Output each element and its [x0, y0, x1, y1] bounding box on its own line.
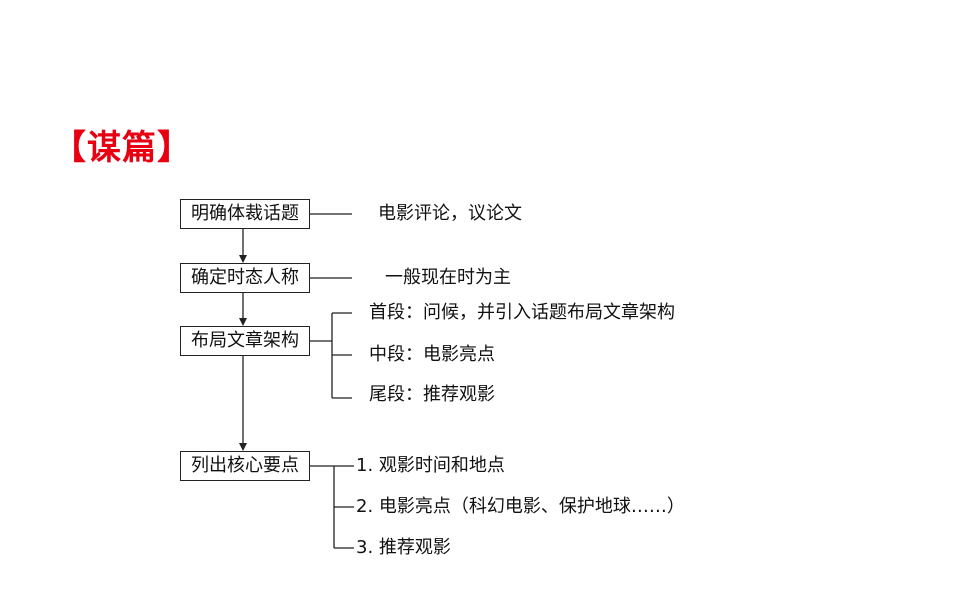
detail-keypoint-3: 3. 推荐观影	[356, 537, 451, 558]
detail-keypoint-1: 1. 观影时间和地点	[356, 455, 505, 476]
step-box-keypoints: 列出核心要点	[180, 451, 310, 481]
detail-structure-middle: 中段：电影亮点	[369, 344, 495, 365]
detail-structure-first: 首段：问候，并引入话题布局文章架构	[369, 302, 675, 323]
section-title: 【谋篇】	[52, 128, 192, 168]
step-box-tense: 确定时态人称	[180, 263, 310, 293]
step-box-structure: 布局文章架构	[180, 326, 310, 356]
detail-tense: 一般现在时为主	[385, 267, 511, 288]
detail-structure-last: 尾段：推荐观影	[369, 384, 495, 405]
step-box-genre: 明确体裁话题	[180, 199, 310, 229]
detail-genre: 电影评论，议论文	[378, 203, 522, 224]
detail-keypoint-2: 2. 电影亮点（科幻电影、保护地球……）	[356, 496, 685, 517]
